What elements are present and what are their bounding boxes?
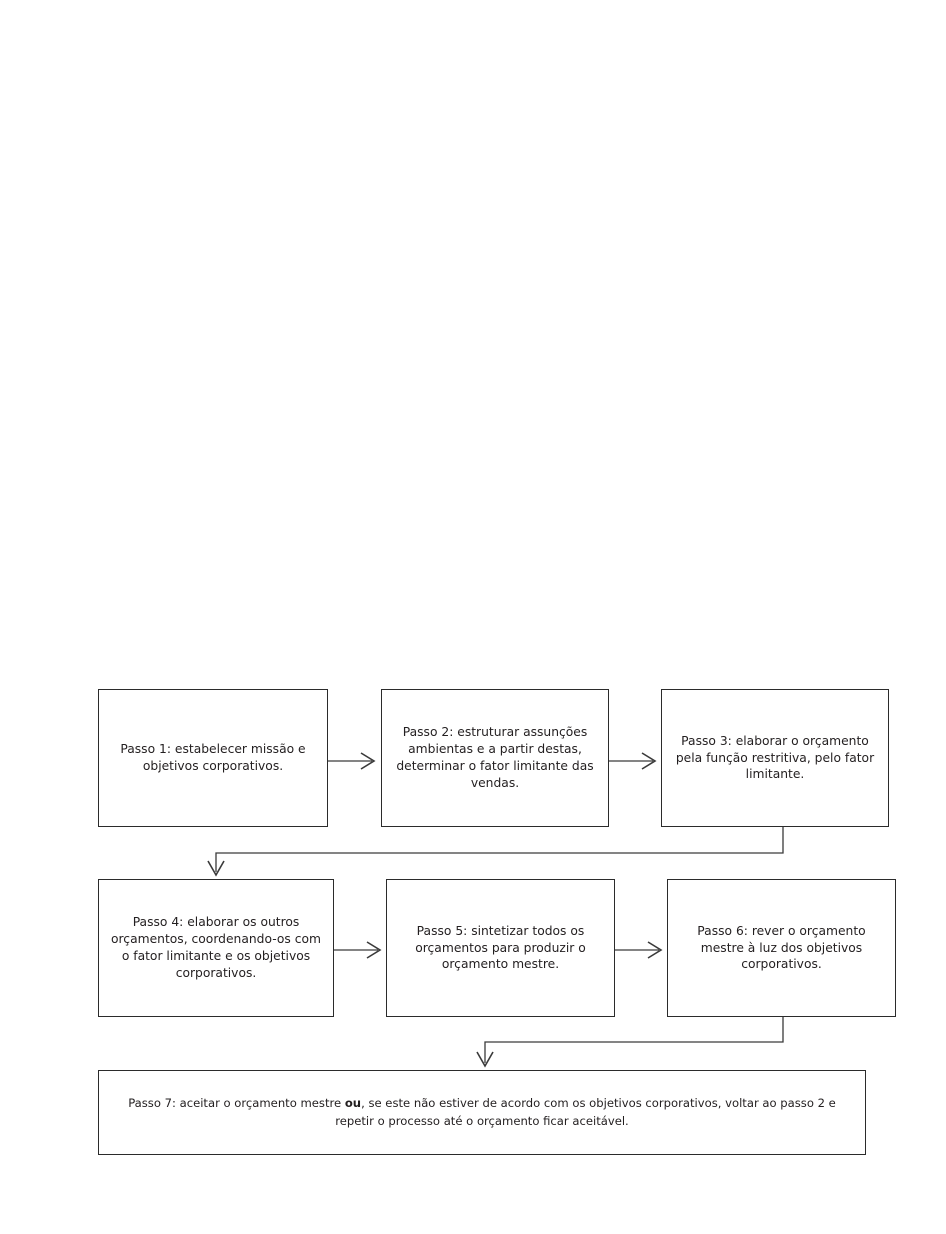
connector-passo3-passo4 [207, 827, 784, 877]
flow-node-passo-7-label: Passo 7: aceitar o orçamento mestre ou, … [99, 1095, 865, 1130]
connector-passo5-passo6 [615, 941, 663, 959]
flow-node-passo-3-label: Passo 3: elaborar o orçamento pela funçã… [675, 733, 875, 782]
connector-passo2-passo3 [609, 752, 657, 770]
flow-node-passo-7-label-emphasis: ou [344, 1096, 362, 1111]
flow-node-passo-5[interactable]: Passo 5: sintetizar todos os orçamentos … [386, 879, 615, 1017]
flow-node-passo-2[interactable]: Passo 2: estruturar assunções ambientas … [381, 689, 609, 827]
connector-passo4-passo5 [334, 941, 382, 959]
flow-node-passo-7-label-part1: Passo 7: aceitar o orçamento mestre [128, 1096, 345, 1111]
flow-node-passo-5-label: Passo 5: sintetizar todos os orçamentos … [415, 923, 586, 972]
flow-node-passo-6[interactable]: Passo 6: rever o orçamento mestre à luz … [667, 879, 896, 1017]
flow-node-passo-7-label-part2: , se este não estiver de acordo com os o… [335, 1096, 836, 1128]
flow-node-passo-6-label: Passo 6: rever o orçamento mestre à luz … [697, 923, 866, 972]
flow-node-passo-2-label: Passo 2: estruturar assunções ambientas … [396, 725, 594, 790]
flow-node-passo-3[interactable]: Passo 3: elaborar o orçamento pela funçã… [661, 689, 889, 827]
connector-passo1-passo2 [328, 752, 376, 770]
flow-node-passo-7[interactable]: Passo 7: aceitar o orçamento mestre ou, … [98, 1070, 866, 1155]
flow-node-passo-4-label: Passo 4: elaborar os outros orçamentos, … [111, 915, 321, 980]
flow-node-passo-1-label: Passo 1: estabelecer missão e objetivos … [120, 742, 306, 773]
flow-node-passo-4[interactable]: Passo 4: elaborar os outros orçamentos, … [98, 879, 334, 1017]
flow-node-passo-1[interactable]: Passo 1: estabelecer missão e objetivos … [98, 689, 328, 827]
connector-passo6-passo7 [476, 1017, 784, 1068]
